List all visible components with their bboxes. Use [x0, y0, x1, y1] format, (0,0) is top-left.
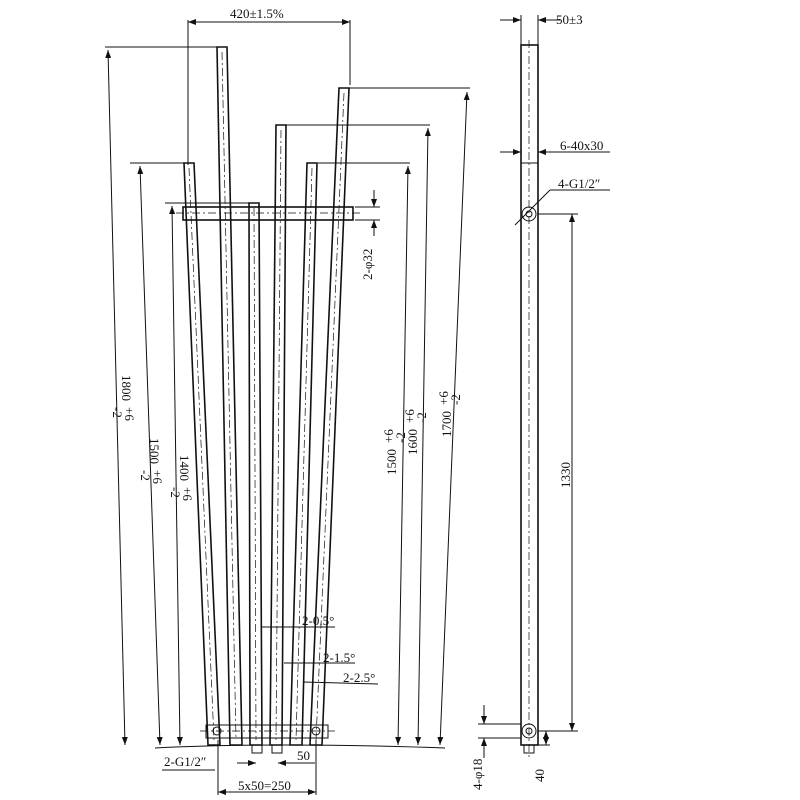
- tube-1800: [216, 46, 243, 746]
- svg-text:1330: 1330: [558, 462, 573, 488]
- angle-25-label: 2-2.5°: [343, 670, 375, 685]
- svg-text:-2: -2: [393, 432, 408, 443]
- svg-text:+6: +6: [180, 487, 195, 501]
- svg-text:+6: +6: [122, 407, 137, 421]
- dim-1700: 1700 +6 -2: [436, 391, 463, 437]
- dim-1800: 1800 +6 -2: [110, 375, 137, 421]
- inlet-right-icon: [311, 726, 321, 736]
- bracket-bottom-icon: [521, 723, 537, 739]
- overall-width-label: 420±1.5%: [230, 6, 284, 21]
- dim-1400: 1400 +6 -2: [168, 455, 195, 501]
- tube-1500-left: [183, 162, 221, 746]
- top-crossbar: [176, 206, 360, 221]
- bracket-spacing-label: 1330: [558, 462, 573, 488]
- tube-1600: [289, 162, 318, 746]
- inlet-left-icon: [212, 726, 222, 736]
- spacing-label: 50: [297, 748, 310, 763]
- svg-text:-2: -2: [168, 487, 183, 498]
- inlet-thread-label: 2-G1/2″: [164, 754, 206, 769]
- svg-text:+6: +6: [150, 470, 165, 484]
- angle-05-label: 2-0.5°: [302, 613, 334, 628]
- dim-1500-left: 1500 +6 -2: [138, 438, 165, 484]
- svg-text:-2: -2: [414, 412, 429, 423]
- svg-text:1600: 1600: [405, 429, 420, 455]
- svg-text:1400: 1400: [177, 455, 192, 481]
- svg-text:1500: 1500: [384, 449, 399, 475]
- svg-text:1700: 1700: [439, 411, 454, 437]
- tube-1400: [248, 202, 263, 746]
- bracket-top-icon: [521, 206, 537, 222]
- svg-text:1500: 1500: [147, 438, 162, 464]
- depth-label: 50±3: [556, 12, 583, 27]
- svg-text:2-φ32: 2-φ32: [360, 249, 375, 280]
- bracket-dia-label: 4-φ18: [470, 759, 485, 790]
- svg-text:1800: 1800: [119, 375, 134, 401]
- svg-text:+6: +6: [402, 409, 417, 423]
- front-tubes: [183, 46, 350, 746]
- bracket-thread-label: 4-G1/2″: [558, 176, 600, 191]
- angle-15-label: 2-1.5°: [323, 650, 355, 665]
- svg-text:+6: +6: [381, 429, 396, 443]
- side-view: [520, 40, 539, 760]
- dim-1600: 1600 +6 -2: [402, 409, 429, 455]
- tube-section-label: 6-40x30: [560, 138, 603, 153]
- svg-text:-2: -2: [110, 407, 125, 418]
- svg-text:-2: -2: [448, 394, 463, 405]
- bar-diameter-label: 2-φ32: [360, 249, 375, 280]
- pitch-label: 5x50=250: [238, 778, 291, 793]
- svg-text:40: 40: [532, 769, 547, 782]
- dim-1500-right: 1500 +6 -2: [381, 429, 408, 475]
- bottom-offset-label: 40: [532, 769, 547, 782]
- svg-text:-2: -2: [138, 470, 153, 481]
- svg-text:+6: +6: [436, 391, 451, 405]
- svg-text:4-φ18: 4-φ18: [470, 759, 485, 790]
